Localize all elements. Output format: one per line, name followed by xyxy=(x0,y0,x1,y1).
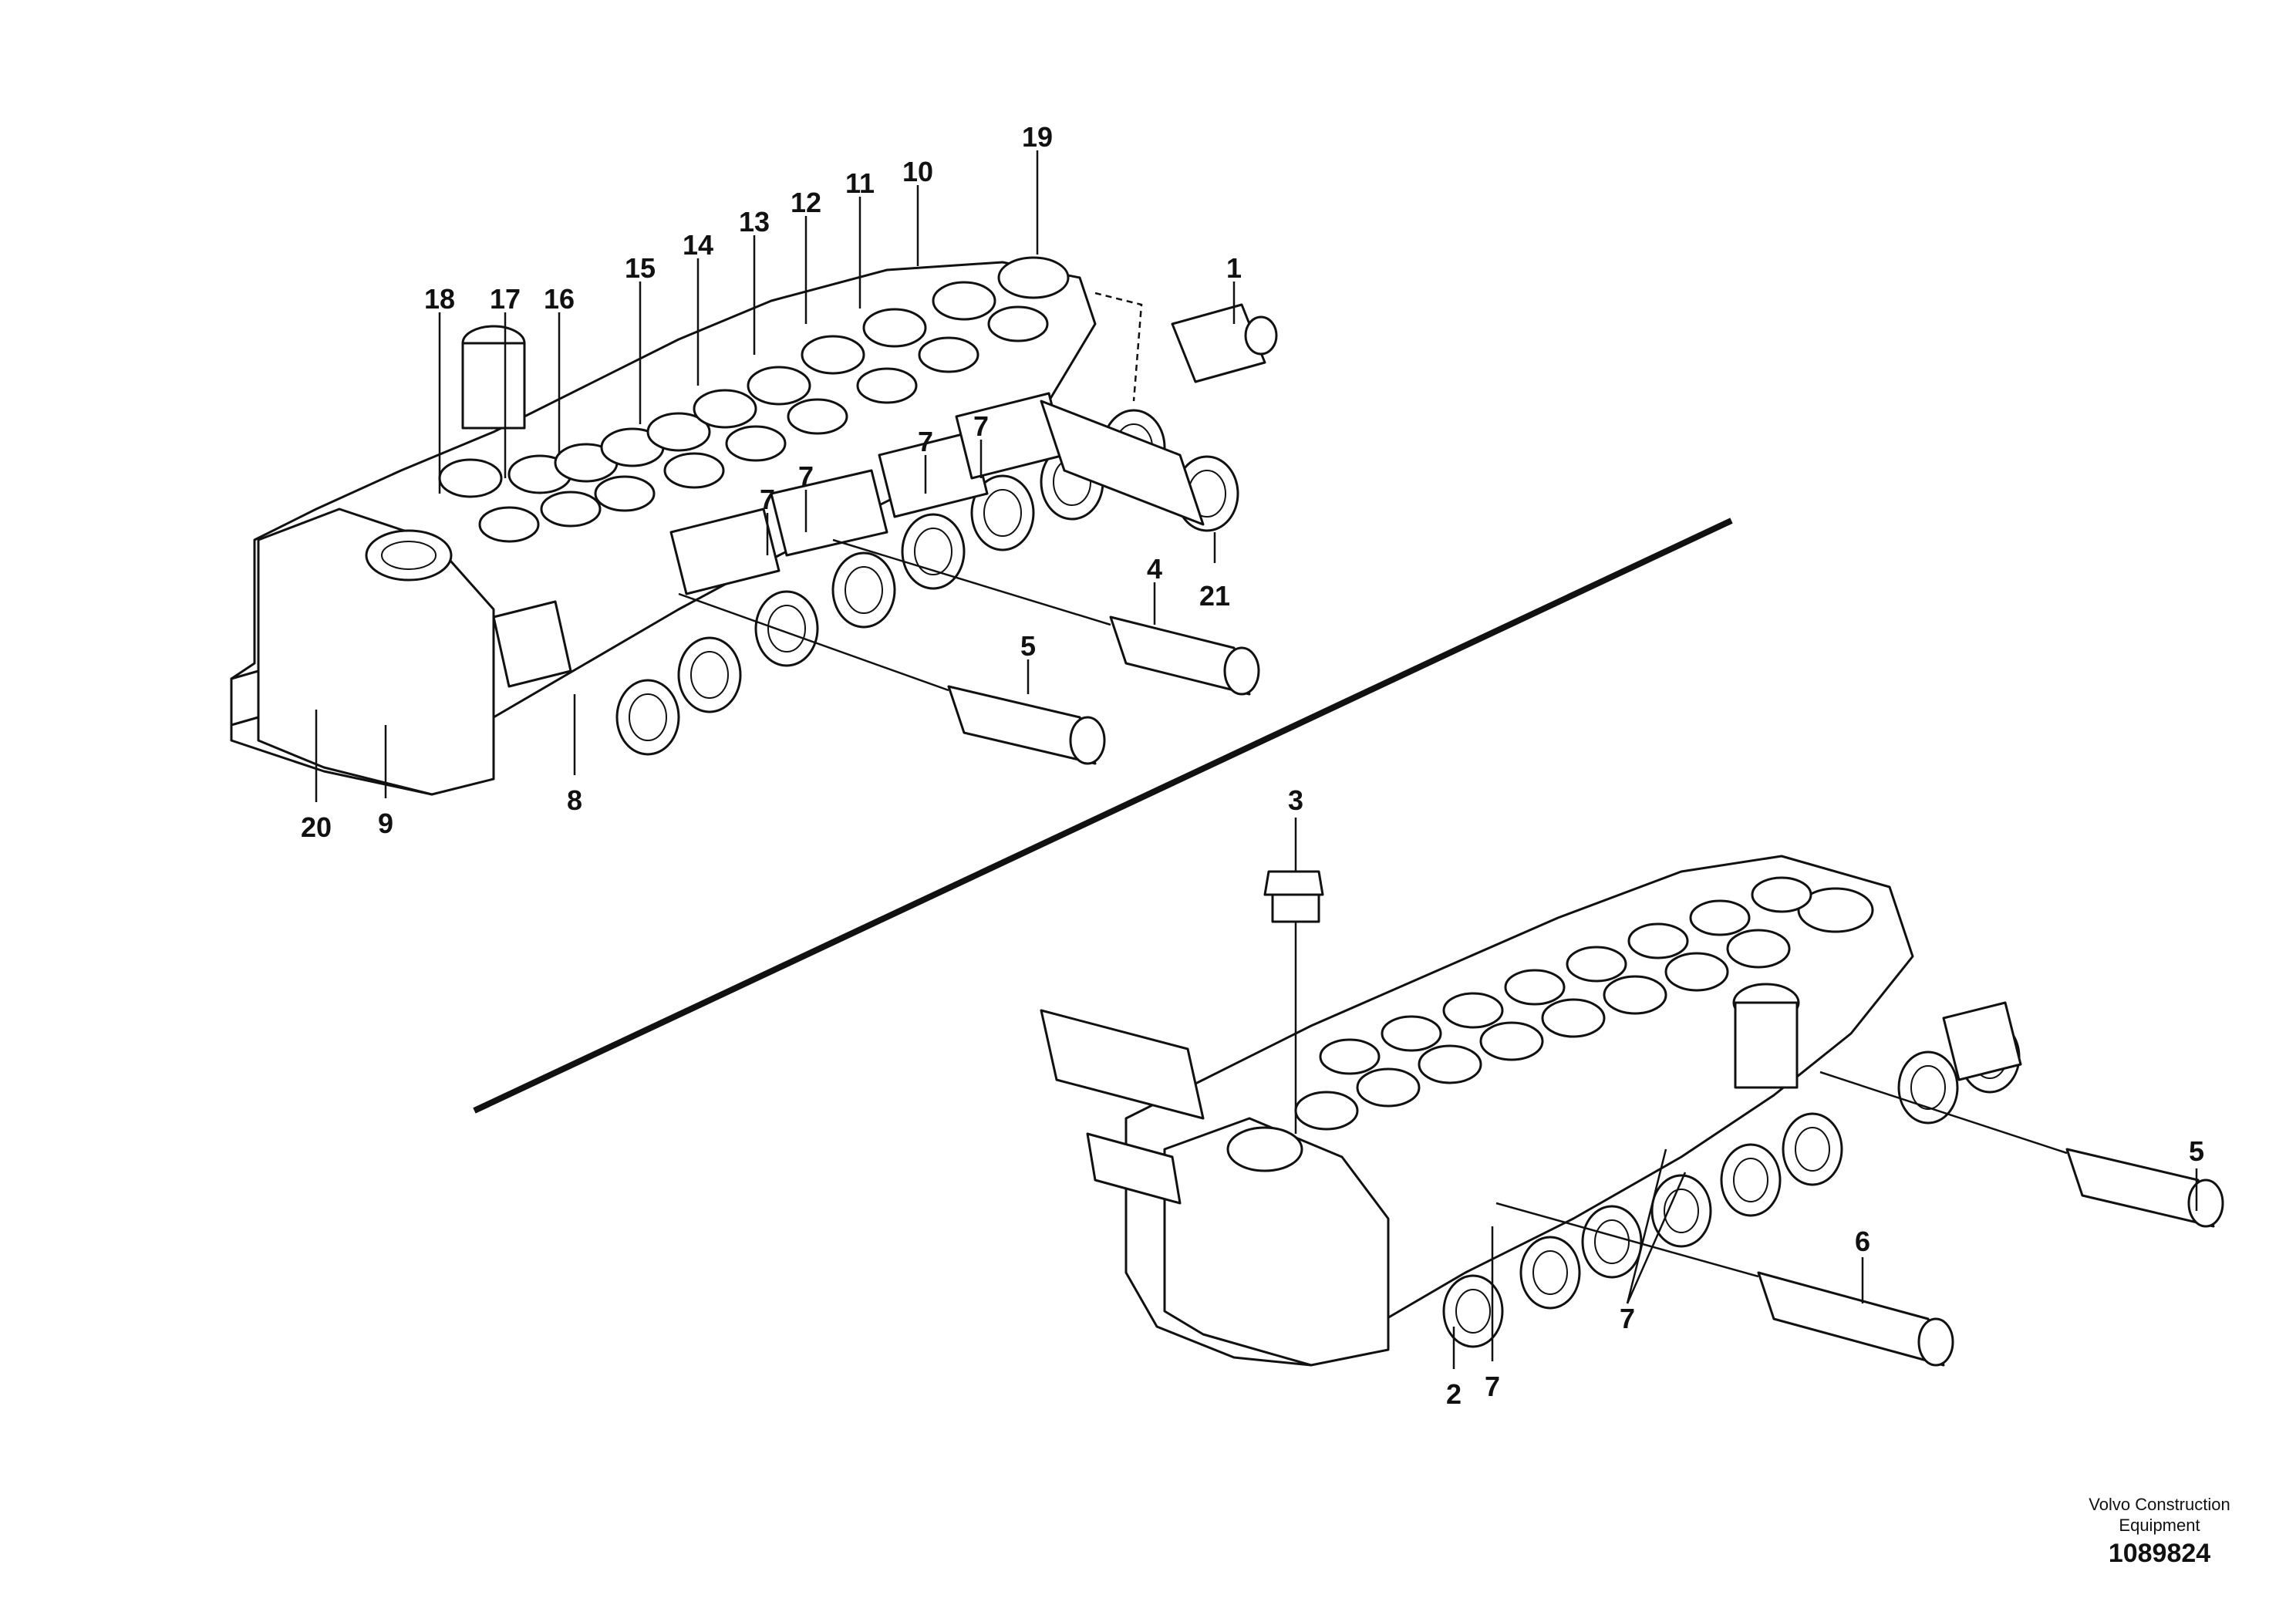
label-7c: 7 xyxy=(798,460,814,492)
label-7-lower-left: 7 xyxy=(1485,1371,1500,1402)
part-3-plug xyxy=(1263,870,1324,1134)
label-7a: 7 xyxy=(973,410,989,442)
label-21: 21 xyxy=(1199,580,1230,612)
port-caps-lower xyxy=(1226,876,1874,1172)
label-5-upper: 5 xyxy=(1020,630,1036,662)
label-17: 17 xyxy=(490,283,521,315)
callout-leaders xyxy=(315,150,2198,1369)
label-3: 3 xyxy=(1288,784,1303,816)
port-caps-upper xyxy=(365,256,1070,582)
upper-valve-assembly xyxy=(230,256,1278,796)
label-8: 8 xyxy=(567,784,582,816)
part-6-valve xyxy=(1495,1202,1954,1367)
label-11: 11 xyxy=(845,167,875,199)
label-12: 12 xyxy=(791,187,821,218)
label-1: 1 xyxy=(1226,252,1242,284)
label-7d: 7 xyxy=(760,484,775,515)
label-7b: 7 xyxy=(918,426,933,457)
label-2: 2 xyxy=(1446,1378,1462,1410)
brand-caption: Volvo Construction Equipment xyxy=(2036,1494,2283,1536)
label-7-lower-right: 7 xyxy=(1620,1303,1635,1334)
brand-line-1: Volvo Construction xyxy=(2089,1495,2230,1514)
label-6: 6 xyxy=(1855,1226,1870,1257)
label-20: 20 xyxy=(301,811,332,843)
label-14: 14 xyxy=(683,229,713,261)
part-5-valve-lower xyxy=(1819,1071,2224,1228)
lower-valve-assembly xyxy=(1040,855,2224,1367)
label-4: 4 xyxy=(1147,553,1162,585)
part-5-valve-upper xyxy=(678,592,1106,765)
label-13: 13 xyxy=(739,206,770,238)
divider-line xyxy=(473,518,1733,1114)
label-16: 16 xyxy=(544,283,575,315)
label-9: 9 xyxy=(378,808,393,839)
part-1-plug xyxy=(1094,292,1278,402)
part-4-valve xyxy=(832,538,1260,696)
label-19: 19 xyxy=(1022,121,1053,153)
label-15: 15 xyxy=(625,252,656,284)
label-18: 18 xyxy=(424,283,455,315)
document-number: 1089824 xyxy=(2108,1539,2211,1568)
label-10: 10 xyxy=(902,156,933,187)
label-5-lower: 5 xyxy=(2189,1135,2204,1167)
callout-labels: 19 10 11 12 13 14 15 16 17 18 1 7 7 7 7 … xyxy=(301,121,2204,1410)
brand-line-2: Equipment xyxy=(2119,1516,2200,1535)
spool-extensions-upper xyxy=(492,392,1205,688)
